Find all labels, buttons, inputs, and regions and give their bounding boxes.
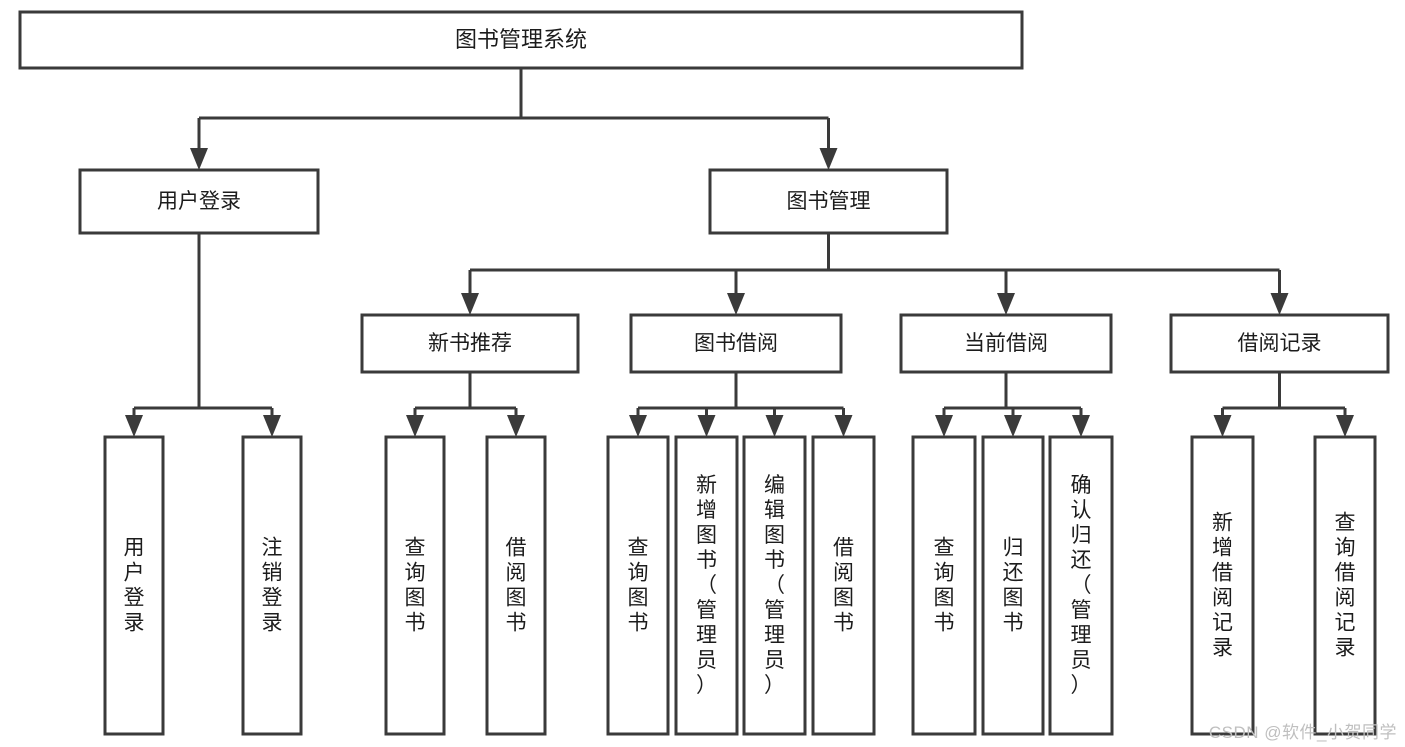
node-leaf-5[interactable]: 新增图书（管理员） [674, 435, 739, 736]
node-leaf-8[interactable]: 查询图书 [911, 435, 977, 736]
node-leaf-12-rect [1313, 435, 1377, 736]
arrow-head-icon [819, 148, 838, 170]
node-leaf-9-label: 归还图书 [1003, 537, 1024, 635]
node-level3-0-label: 新书推荐 [428, 332, 512, 355]
node-leaf-7-rect [811, 435, 876, 736]
node-level3-0-rect [360, 313, 580, 374]
node-leaf-8-label: 查询图书 [934, 537, 955, 635]
node-leaf-9-rect [981, 435, 1045, 736]
node-leaf-4[interactable]: 查询图书 [606, 435, 670, 736]
node-leaf-11-label: 新增借阅记录 [1212, 512, 1233, 660]
node-leaf-10[interactable]: 确认归还（管理员） [1048, 435, 1114, 736]
arrow-head-icon [629, 415, 647, 437]
arrow-head-icon [461, 293, 479, 315]
arrow-head-icon [765, 415, 784, 437]
node-level2-0-label: 用户登录 [157, 190, 241, 213]
node-leaf-3[interactable]: 借阅图书 [485, 435, 547, 736]
node-leaf-11-rect [1190, 435, 1255, 736]
arrow-head-icon [1004, 415, 1022, 437]
arrow-head-icon [697, 415, 716, 437]
node-leaf-6[interactable]: 编辑图书（管理员） [742, 435, 807, 736]
node-level3-3-label: 借阅记录 [1238, 332, 1322, 355]
arrow-head-icon [125, 415, 143, 437]
node-leaf-7[interactable]: 借阅图书 [811, 435, 876, 736]
node-leaf-3-rect [485, 435, 547, 736]
arrow-head-icon [1336, 415, 1354, 437]
node-level2-1[interactable]: 图书管理 [708, 168, 949, 235]
node-level2-0[interactable]: 用户登录 [78, 168, 320, 235]
arrow-head-icon [1213, 415, 1232, 437]
node-root-book-management-system[interactable]: 图书管理系统 [18, 10, 1024, 70]
node-level3-1-label: 图书借阅 [694, 332, 778, 355]
node-level3-2[interactable]: 当前借阅 [899, 313, 1113, 374]
node-level2-1-rect [708, 168, 949, 235]
node-root-book-management-system-label: 图书管理系统 [455, 27, 587, 52]
node-leaf-6-rect [742, 435, 807, 736]
node-leaf-1-rect [241, 435, 303, 736]
node-leaf-0-label: 用户登录 [124, 537, 145, 635]
arrow-head-icon [1270, 293, 1289, 315]
csdn-watermark: CSDN @软件_小贺同学 [1208, 723, 1397, 742]
connectors-layer [125, 68, 1354, 437]
node-leaf-9[interactable]: 归还图书 [981, 435, 1045, 736]
node-leaf-3-label: 借阅图书 [506, 537, 527, 635]
arrow-head-icon [834, 415, 853, 437]
node-leaf-0-rect [103, 435, 165, 736]
node-leaf-2[interactable]: 查询图书 [384, 435, 446, 736]
node-leaf-4-rect [606, 435, 670, 736]
node-level3-2-rect [899, 313, 1113, 374]
node-level3-3-rect [1169, 313, 1390, 374]
node-leaf-10-label: 确认归还（管理员） [1071, 474, 1092, 697]
node-leaf-12[interactable]: 查询借阅记录 [1313, 435, 1377, 736]
node-level3-1-rect [629, 313, 843, 374]
node-leaf-11[interactable]: 新增借阅记录 [1190, 435, 1255, 736]
node-level3-1[interactable]: 图书借阅 [629, 313, 843, 374]
node-leaf-8-rect [911, 435, 977, 736]
node-leaf-5-label: 新增图书（管理员） [696, 474, 717, 697]
node-leaf-5-rect [674, 435, 739, 736]
node-level2-0-rect [78, 168, 320, 235]
node-leaf-6-label: 编辑图书（管理员） [764, 474, 785, 697]
arrow-head-icon [727, 293, 745, 315]
arrow-head-icon [997, 293, 1015, 315]
node-root-book-management-system-rect [18, 10, 1024, 70]
node-level3-2-label: 当前借阅 [964, 332, 1048, 355]
arrow-head-icon [507, 415, 525, 437]
node-leaf-1[interactable]: 注销登录 [241, 435, 303, 736]
node-leaf-1-label: 注销登录 [262, 537, 283, 635]
nodes-layer: 图书管理系统用户登录图书管理新书推荐图书借阅当前借阅借阅记录用户登录注销登录查询… [18, 10, 1390, 736]
node-leaf-0[interactable]: 用户登录 [103, 435, 165, 736]
node-leaf-2-label: 查询图书 [405, 537, 426, 635]
arrow-head-icon [190, 148, 208, 170]
arrow-head-icon [1072, 415, 1090, 437]
arrow-head-icon [935, 415, 953, 437]
node-level3-3[interactable]: 借阅记录 [1169, 313, 1390, 374]
node-leaf-10-rect [1048, 435, 1114, 736]
node-level2-1-label: 图书管理 [787, 190, 871, 213]
arrow-head-icon [406, 415, 424, 437]
arrow-head-icon [263, 415, 281, 437]
node-level3-0[interactable]: 新书推荐 [360, 313, 580, 374]
node-leaf-12-label: 查询借阅记录 [1335, 512, 1356, 660]
node-leaf-7-label: 借阅图书 [833, 537, 854, 635]
node-leaf-2-rect [384, 435, 446, 736]
node-leaf-4-label: 查询图书 [628, 537, 649, 635]
